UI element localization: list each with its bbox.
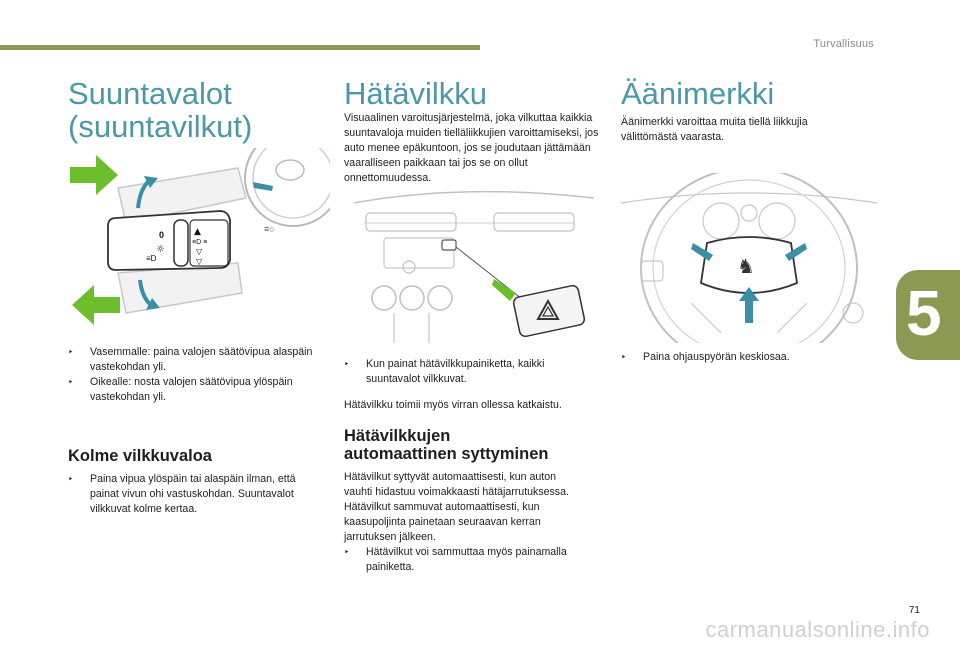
svg-text:≡○: ≡○ [264,224,275,234]
horn-title: Äänimerkki [621,76,775,111]
svg-text:☼: ☼ [156,244,165,255]
auto-hazard-para-1: Hätävilkut syttyvät automaattisesti, kun… [344,471,569,498]
right-turn-arrow-icon [70,155,118,195]
header-bar [0,45,480,50]
horn-bullet-block: Paina ohjauspyörän keskiosaa. [621,350,861,365]
horn-intro: Äänimerkki varoittaa muita tiellä liikku… [621,116,808,143]
svg-text:♞: ♞ [737,254,755,278]
section-label: Turvallisuus [813,38,874,50]
title-line-1: Suuntavalot [68,76,232,111]
hazard-note: Hätävilkku toimii myös virran ollessa ka… [344,399,562,411]
auto-hazard-heading-line-1: Hätävilkkujen [344,427,451,445]
svg-text:▽: ▽ [196,247,203,256]
bullet-right: Oikealle: nosta valojen säätövipua ylösp… [68,375,330,405]
svg-text:▲: ▲ [194,227,201,237]
auto-hazard-heading-line-2: automaattinen syttyminen [344,445,549,463]
hazard-title: Hätävilkku [344,76,487,111]
turn-signal-instructions: Vasemmalle: paina valojen säätövipua ala… [68,345,330,405]
left-turn-arrow-icon [72,285,120,325]
watermark: carmanualsonline.info [705,617,930,642]
svg-text:▽: ▽ [196,257,203,266]
auto-hazard-heading: Hätävilkkujen automaattinen syttyminen [344,427,548,463]
bullet-left: Vasemmalle: paina valojen säätövipua ala… [68,345,330,375]
page-number: 71 [908,605,920,616]
auto-hazard-text: Hätävilkut syttyvät automaattisesti, kun… [344,470,574,575]
bullet-three-flashes: Paina vipua ylöspäin tai alaspäin ilman,… [68,472,308,517]
hazard-bullet-block: Kun painat hätävilkkupainiketta, kaikki … [344,357,600,387]
auto-hazard-bullet: Hätävilkut voi sammuttaa myös painamalla… [344,545,574,575]
horn-bullet: Paina ohjauspyörän keskiosaa. [621,350,861,365]
title-line-2: (suuntavilkut) [68,109,253,144]
turn-signals-title: Suuntavalot (suuntavilkut) [68,77,252,143]
three-flashes-text: Paina vipua ylöspäin tai alaspäin ilman,… [68,472,308,517]
svg-text:0: 0 [159,230,164,240]
hazard-button-illustration [344,183,600,343]
hazard-intro: Visuaalinen varoitusjärjestelmä, joka vi… [344,112,599,184]
svg-text:≡D ≡: ≡D ≡ [192,239,207,246]
three-flashes-heading: Kolme vilkkuvaloa [68,447,212,465]
chapter-number: 5 [906,277,942,349]
chapter-tab: 5 [896,270,960,360]
svg-text:≡D: ≡D [146,254,157,263]
auto-hazard-para-2: Hätävilkut sammuvat automaattisesti, kun… [344,501,541,543]
stalk-illustration: 0 ☼ ≡D ▲ ≡D ≡ ▽ ▽ ≡○ [68,148,330,328]
hazard-bullet: Kun painat hätävilkkupainiketta, kaikki … [344,357,600,387]
horn-illustration: ♞ [621,173,877,343]
